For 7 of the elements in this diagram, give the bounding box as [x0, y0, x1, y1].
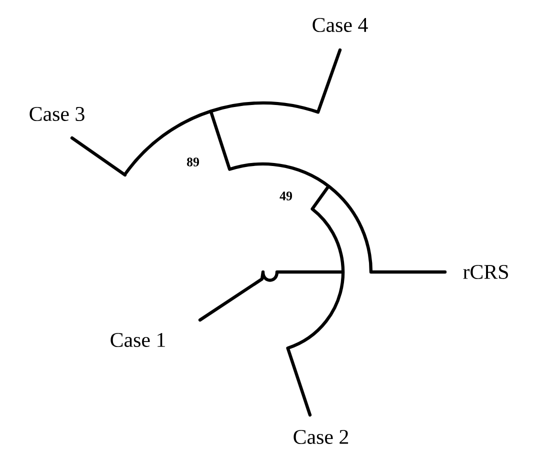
- leaf-label: Case 3: [30, 106, 84, 122]
- leaf-label: rCRS: [463, 264, 508, 280]
- leaf-label: Case 2: [294, 430, 348, 444]
- bootstrap-value: 89: [186, 158, 200, 166]
- leaf-label: Case 1: [110, 332, 165, 348]
- leaf-label: Case 4: [312, 18, 368, 32]
- bootstrap-value: 49: [280, 192, 292, 200]
